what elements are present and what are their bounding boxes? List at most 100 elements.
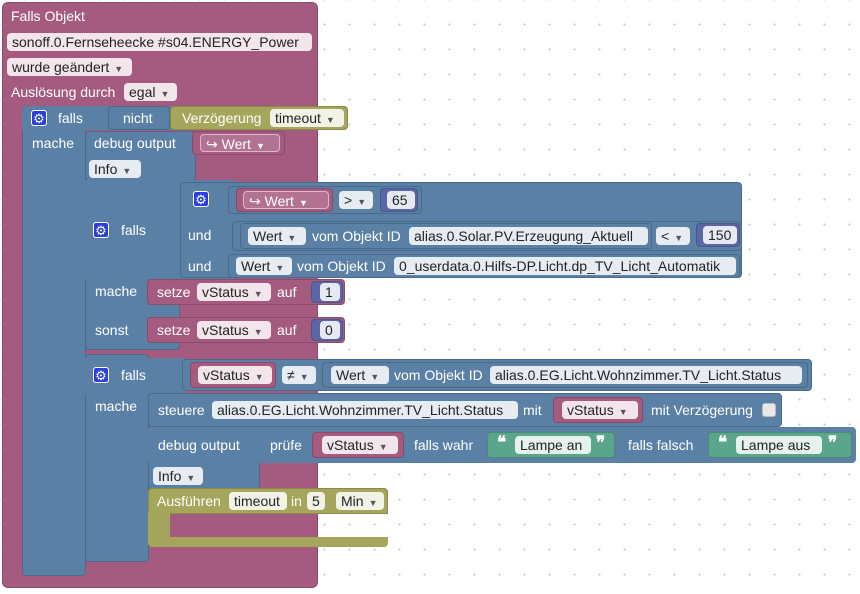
chevron-down-icon: ▼ [255, 141, 265, 151]
delay-checkbox[interactable] [762, 403, 776, 417]
chevron-down-icon: ▼ [325, 115, 335, 125]
cond3-attr-dropdown[interactable]: Wert ▼ [236, 257, 292, 275]
cond1-operator-text: > [344, 192, 353, 208]
chevron-down-icon: ▼ [357, 197, 367, 207]
cmp3-operator-text: ≠ [287, 367, 295, 383]
cond3-object-id-field[interactable]: 0_userdata.0.Hilfs-DP.Licht.dp_TV_Licht_… [394, 257, 736, 275]
check-label: prüfe [270, 437, 302, 453]
chevron-down-icon: ▼ [253, 289, 263, 299]
cmp3-object-id-field[interactable]: alias.0.EG.Licht.Wohnzimmer.TV_Licht.Sta… [490, 366, 802, 384]
chevron-down-icon: ▼ [275, 263, 285, 273]
gear-icon[interactable]: ⚙ [193, 191, 209, 207]
false-text-value: Lampe aus [741, 437, 811, 453]
true-label: falls wahr [414, 437, 474, 453]
cond1-operator-dropdown[interactable]: >▼ [339, 191, 373, 209]
timeout-name-dropdown[interactable]: timeout▼ [270, 109, 344, 127]
cond3-from-label: vom Objekt ID [297, 258, 386, 274]
not-block[interactable] [108, 106, 170, 130]
trigger-title: Falls Objekt [11, 8, 85, 24]
chevron-down-icon: ▼ [674, 233, 684, 243]
chevron-down-icon: ▼ [254, 372, 264, 382]
debug2-level-dropdown[interactable]: Info▼ [153, 467, 203, 485]
debug1-value-dropdown[interactable]: ↪ Wert ▼ [200, 134, 280, 152]
control-object-id-text: alias.0.EG.Licht.Wohnzimmer.TV_Licht.Sta… [217, 402, 504, 418]
cond2-object-id-text: alias.0.Solar.PV.Erzeugung_Aktuell [414, 228, 633, 244]
set1-label: setze [157, 284, 191, 300]
control-label: steuere [158, 402, 205, 418]
cmp3-var-dropdown[interactable]: vStatus▼ [198, 366, 272, 384]
chevron-down-icon: ▼ [253, 327, 263, 337]
outer-if-do-keyword: mache [32, 135, 75, 151]
chevron-down-icon: ▼ [378, 442, 388, 452]
debug1-level-text: Info [94, 161, 118, 177]
cond1-var-text: Wert [264, 193, 294, 209]
trigger-object-id-field[interactable]: sonoff.0.Fernseheecke #s04.ENERGY_Power [7, 33, 312, 51]
set1-to-label: auf [277, 284, 297, 300]
run-timeout-footer [148, 537, 388, 547]
chevron-down-icon: ▼ [618, 407, 628, 417]
cond2-number-field[interactable]: 150 [703, 226, 737, 244]
set2-number-field[interactable]: 0 [320, 321, 340, 339]
gear-icon[interactable]: ⚙ [31, 110, 47, 126]
cond2-attr-dropdown[interactable]: Wert▼ [248, 227, 306, 245]
trigger-condition-dropdown[interactable]: wurde geändert▼ [7, 58, 132, 76]
run-timeout-name-field[interactable]: timeout [229, 492, 287, 510]
control-var-dropdown[interactable]: vStatus▼ [562, 401, 638, 419]
run-amount-field[interactable]: 5 [307, 492, 325, 510]
return-arrow-icon: ↪ [206, 136, 218, 152]
set2-var-text: vStatus [202, 322, 249, 338]
outer-if-keyword: falls [58, 110, 83, 126]
timeout-check-label: Verzögerung [182, 110, 262, 126]
run-label: Ausführen [157, 493, 221, 509]
true-text-field[interactable]: Lampe an [515, 436, 591, 454]
inner-if-1-do-keyword: mache [95, 283, 138, 299]
debug1-level-dropdown[interactable]: Info▼ [89, 160, 141, 178]
cond2-operator-dropdown[interactable]: <▼ [656, 227, 690, 245]
inner-if-2-do-keyword: mache [95, 398, 138, 414]
trigger-object-id-text: sonoff.0.Fernseheecke #s04.ENERGY_Power [12, 34, 299, 50]
false-text-field[interactable]: Lampe aus [736, 436, 822, 454]
chevron-down-icon: ▼ [368, 498, 378, 508]
debug-output-label-1: debug output [94, 135, 176, 151]
run-unit-dropdown[interactable]: Min▼ [336, 492, 384, 510]
run-timeout-name-text: timeout [234, 493, 280, 509]
debug2-var-dropdown[interactable]: vStatus ▼ [322, 436, 398, 454]
cmp3-attr-dropdown[interactable]: Wert▼ [331, 366, 389, 384]
set2-var-dropdown[interactable]: vStatus ▼ [197, 321, 271, 339]
cond1-number-field[interactable]: 65 [387, 191, 415, 209]
debug2-var-text: vStatus [327, 437, 374, 453]
gear-icon[interactable]: ⚙ [93, 367, 109, 383]
cond3-object-id-text: 0_userdata.0.Hilfs-DP.Licht.dp_TV_Licht_… [399, 258, 721, 274]
inner-if-2-keyword: falls [121, 367, 146, 383]
quote-open-icon: ❝ [497, 433, 507, 452]
quote-close-icon: ❞ [828, 433, 838, 452]
not-keyword: nicht [123, 110, 153, 126]
cmp3-from-label: vom Objekt ID [394, 367, 483, 383]
chevron-down-icon: ▼ [114, 64, 124, 74]
cmp3-object-id-text: alias.0.EG.Licht.Wohnzimmer.TV_Licht.Sta… [495, 367, 782, 383]
cond1-var-dropdown[interactable]: ↪ Wert▼ [243, 191, 329, 209]
trigger-by-dropdown[interactable]: egal▼ [124, 83, 177, 101]
set2-to-label: auf [277, 322, 297, 338]
quote-open-icon: ❝ [718, 433, 728, 452]
cond3-attr-text: Wert [241, 258, 271, 274]
debug1-value-text: Wert [221, 136, 251, 152]
gear-icon[interactable]: ⚙ [93, 222, 109, 238]
cond2-from-label: vom Objekt ID [312, 228, 401, 244]
cond2-object-id-field[interactable]: alias.0.Solar.PV.Erzeugung_Aktuell [409, 227, 648, 245]
return-arrow-icon: ↪ [249, 193, 261, 209]
cmp3-operator-dropdown[interactable]: ≠▼ [282, 366, 316, 384]
quote-close-icon: ❞ [596, 433, 606, 452]
and-label-2: und [188, 258, 212, 274]
run-timeout-side [148, 512, 170, 540]
outer-if-block[interactable] [22, 106, 86, 576]
cond2-attr-text: Wert [253, 228, 283, 244]
and-label-1: und [188, 227, 212, 243]
false-label: falls falsch [628, 437, 694, 453]
trigger-by-text: egal [129, 84, 156, 100]
set1-number-field[interactable]: 1 [320, 283, 340, 301]
set2-number-text: 0 [325, 322, 333, 338]
set1-var-dropdown[interactable]: vStatus▼ [197, 283, 271, 301]
control-with-label: mit [523, 402, 542, 418]
control-object-id-field[interactable]: alias.0.EG.Licht.Wohnzimmer.TV_Licht.Sta… [212, 401, 518, 419]
